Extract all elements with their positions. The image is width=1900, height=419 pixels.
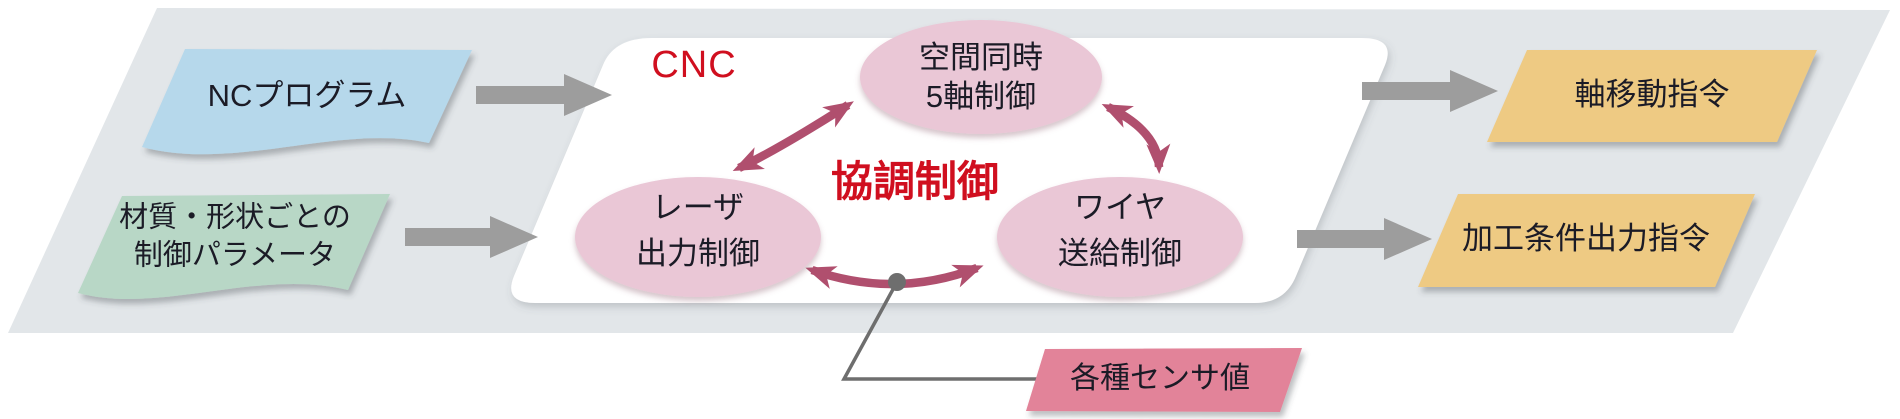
input-control-params-shape [78, 194, 390, 300]
sensor-connector-dot [888, 273, 906, 291]
input-nc-program-label: NCプログラム [208, 78, 407, 113]
input-control-params-label-line2: 制御パラメータ [134, 239, 336, 272]
sensor-connector-line [841, 281, 1038, 381]
five-axis-label-line2: 5軸制御 [926, 79, 1036, 114]
arc-five-axis-to-wire [1101, 103, 1171, 174]
wire-label-line2: 送給制御 [1058, 236, 1182, 271]
sensor-values-label: 各種センサ値 [1070, 362, 1250, 395]
ellipse-five-axis-control [860, 20, 1102, 134]
arrow-nc-to-cnc-icon [476, 74, 612, 116]
output-axis-move-label: 軸移動指令 [1575, 77, 1730, 112]
input-nc-program-shape [142, 49, 472, 155]
laser-label-line1: レーザ [652, 190, 744, 225]
laser-label-line2: 出力制御 [636, 236, 760, 271]
arrow-cnc-to-axis-output-icon [1362, 70, 1498, 112]
ellipse-wire-feed-control [997, 177, 1243, 297]
arrow-params-to-cnc-icon [405, 216, 538, 258]
coordination-control-label: 協調制御 [831, 158, 999, 205]
cnc-title: CNC [651, 44, 736, 86]
input-control-params-label-line1: 材質・形状ごとの [119, 201, 351, 234]
sensor-values-shape [1026, 348, 1302, 412]
five-axis-label-line1: 空間同時 [919, 40, 1043, 75]
arrow-cnc-to-conditions-output-icon [1297, 218, 1432, 260]
arc-laser-to-five-axis [732, 101, 854, 172]
output-axis-move-shape [1487, 50, 1817, 142]
output-machining-conditions-label: 加工条件出力指令 [1462, 221, 1710, 256]
ellipse-laser-output-control [575, 177, 821, 297]
wire-label-line1: ワイヤ [1074, 190, 1166, 225]
output-machining-conditions-shape [1418, 194, 1755, 287]
